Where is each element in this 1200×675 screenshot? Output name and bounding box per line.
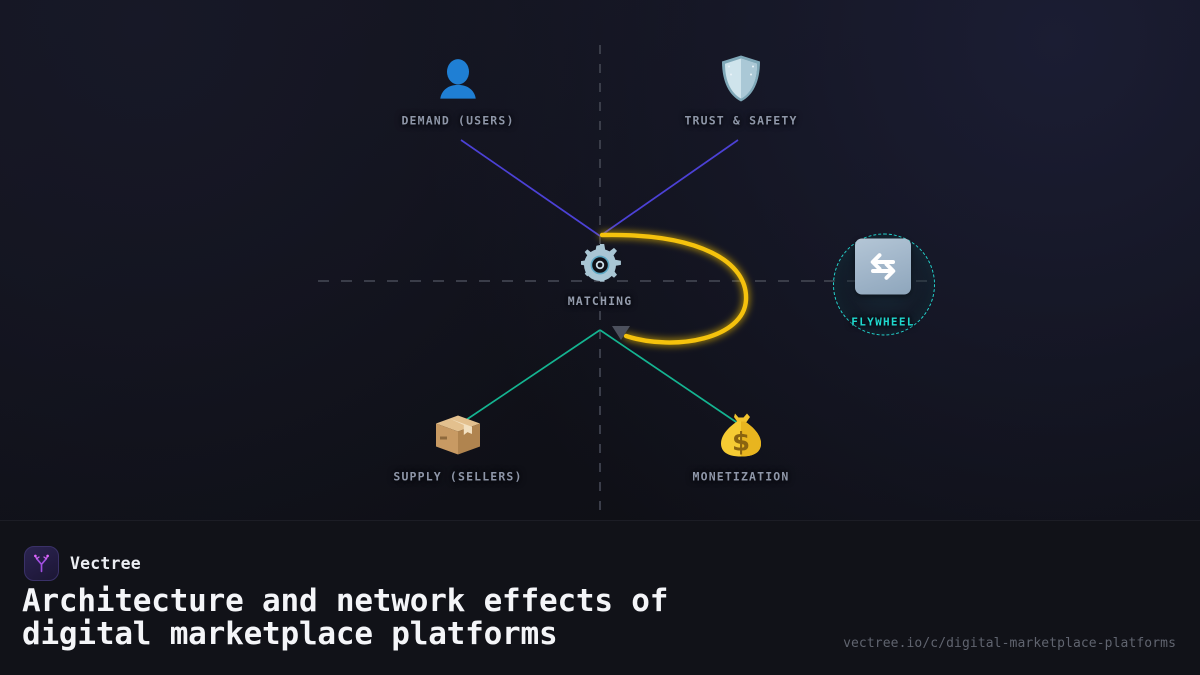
node-label-demand: DEMAND (USERS) bbox=[401, 113, 515, 128]
page-title-line1: Architecture and network effects of bbox=[22, 583, 669, 619]
package-box-icon bbox=[433, 409, 483, 461]
node-label-supply: SUPPLY (SELLERS) bbox=[393, 469, 523, 484]
node-flywheel[interactable]: FLYWHEEL bbox=[803, 233, 963, 335]
edge-matching-self-loop bbox=[599, 232, 749, 345]
node-matching[interactable]: MATCHING bbox=[500, 242, 700, 308]
repeat-arrows-icon bbox=[855, 238, 911, 296]
svg-text:$: $ bbox=[732, 428, 750, 458]
brand-name: Vectree bbox=[70, 554, 141, 573]
edge-trust-matching bbox=[599, 139, 739, 237]
node-demand[interactable]: DEMAND (USERS) bbox=[358, 53, 558, 128]
page-title-line2: digital marketplace platforms bbox=[22, 616, 558, 652]
page-title: Architecture and network effects of digi… bbox=[22, 585, 812, 651]
node-monetization[interactable]: $ MONETIZATION bbox=[641, 409, 841, 484]
brand-block: Vectree bbox=[24, 546, 141, 581]
money-bag-icon: $ bbox=[718, 409, 764, 461]
edge-layer bbox=[318, 45, 938, 510]
vectree-tree-logo bbox=[24, 546, 59, 581]
node-label-matching: MATCHING bbox=[567, 294, 633, 308]
person-icon bbox=[435, 53, 481, 105]
node-supply[interactable]: SUPPLY (SELLERS) bbox=[358, 409, 558, 484]
source-url: vectree.io/c/digital-marketplace-platfor… bbox=[843, 636, 1176, 651]
edge-demand-matching bbox=[460, 139, 601, 237]
node-label-trust-safety: TRUST & SAFETY bbox=[684, 113, 798, 128]
node-trust-safety[interactable]: TRUST & SAFETY bbox=[641, 53, 841, 128]
edge-matching-monetization bbox=[599, 329, 740, 425]
edge-matching-supply bbox=[459, 329, 601, 425]
node-label-flywheel: FLYWHEEL bbox=[851, 315, 915, 329]
diagram-canvas: DEMAND (USERS) TRUST & SAFETY bbox=[318, 45, 963, 510]
self-loop-arrowhead bbox=[612, 326, 630, 340]
footer-bar: Vectree Architecture and network effects… bbox=[0, 520, 1200, 675]
node-label-monetization: MONETIZATION bbox=[692, 469, 790, 484]
gear-icon bbox=[576, 242, 624, 288]
shield-icon bbox=[719, 53, 763, 105]
